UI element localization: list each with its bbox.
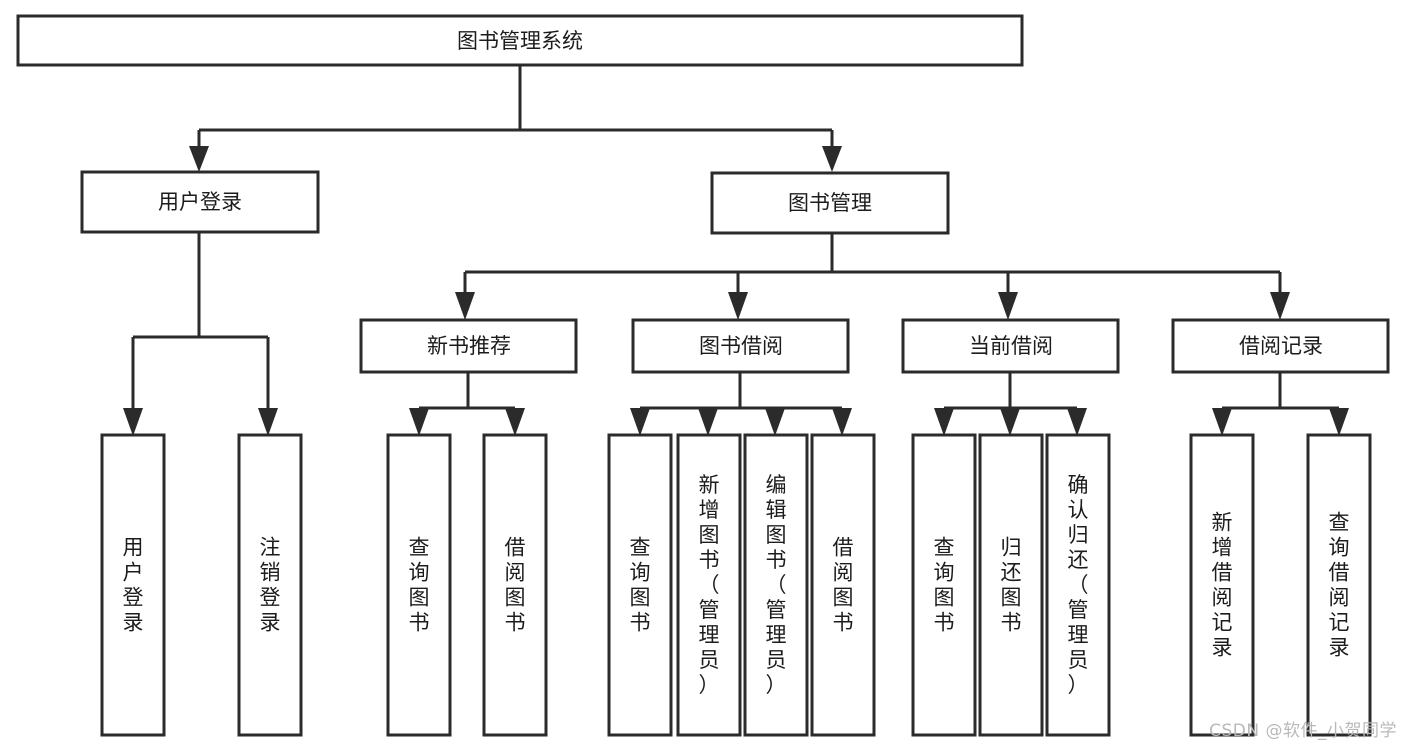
current-borrow-box[interactable] bbox=[901, 318, 1120, 374]
arrow-icon-book-borrow bbox=[728, 292, 748, 320]
leaf-query-book-1-box[interactable] bbox=[386, 433, 452, 737]
arrow-icon-book-manage bbox=[822, 146, 842, 172]
leaf-query-book-2-box[interactable] bbox=[607, 433, 673, 737]
leaf-query-record-box[interactable] bbox=[1306, 433, 1372, 737]
arrow-icon-new-book-recommend bbox=[455, 292, 475, 320]
leaf-borrow-book-2[interactable]: 借阅图书 bbox=[810, 433, 876, 737]
arrow-icon-leaf-edit-book bbox=[765, 408, 785, 436]
node-user-login[interactable]: 用户登录 bbox=[80, 170, 320, 234]
leaf-query-book-3-box[interactable] bbox=[911, 433, 977, 737]
arrow-icon-leaf-add-book bbox=[698, 408, 718, 436]
leaf-borrow-book-1-label: 借阅图书 bbox=[505, 536, 526, 635]
node-book-manage[interactable]: 图书管理 bbox=[710, 171, 950, 235]
leaf-user-logout[interactable]: 注销登录 bbox=[237, 433, 303, 737]
leaf-user-logout-label: 注销登录 bbox=[260, 536, 281, 635]
arrow-icon-current-borrow bbox=[998, 292, 1018, 320]
leaf-borrow-book-2-box[interactable] bbox=[810, 433, 876, 737]
user-login-label: 用户登录 bbox=[158, 190, 242, 214]
leaf-query-record-label: 查询借阅记录 bbox=[1329, 511, 1350, 660]
leaf-query-book-2[interactable]: 查询图书 bbox=[607, 433, 673, 737]
arrow-icon-leaf-confirm-return bbox=[1067, 408, 1087, 436]
arrow-icon-user-login bbox=[189, 146, 209, 172]
leaf-query-record[interactable]: 查询借阅记录 bbox=[1306, 433, 1372, 737]
book-manage-label: 图书管理 bbox=[788, 191, 872, 215]
leaf-add-book-label: 新增图书（管理员） bbox=[699, 473, 720, 697]
node-new-book-recommend[interactable]: 新书推荐 bbox=[359, 318, 578, 374]
new-book-recommend-label: 新书推荐 bbox=[427, 334, 511, 358]
leaf-add-book[interactable]: 新增图书（管理员） bbox=[676, 433, 742, 737]
book-borrow-box[interactable] bbox=[631, 318, 850, 374]
arrow-icon-leaf-borrow-book-1 bbox=[505, 408, 525, 436]
leaf-borrow-book-2-label: 借阅图书 bbox=[833, 536, 854, 635]
leaf-confirm-return[interactable]: 确认归还（管理员） bbox=[1045, 433, 1111, 737]
arrow-icon-leaf-query-book-3 bbox=[934, 408, 954, 436]
borrow-record-box[interactable] bbox=[1171, 318, 1390, 374]
arrow-icon-borrow-record bbox=[1270, 292, 1290, 320]
current-borrow-label: 当前借阅 bbox=[969, 334, 1053, 358]
node-root[interactable]: 图书管理系统 bbox=[16, 14, 1024, 67]
node-borrow-record[interactable]: 借阅记录 bbox=[1171, 318, 1390, 374]
node-book-borrow[interactable]: 图书借阅 bbox=[631, 318, 850, 374]
arrow-icon-leaf-query-book-2 bbox=[630, 408, 650, 436]
leaf-add-record-label: 新增借阅记录 bbox=[1212, 511, 1233, 660]
leaf-return-book-box[interactable] bbox=[978, 433, 1044, 737]
arrow-icon-leaf-user-logout bbox=[258, 408, 278, 436]
borrow-record-label: 借阅记录 bbox=[1239, 334, 1323, 358]
leaf-confirm-return-box[interactable] bbox=[1045, 433, 1111, 737]
leaf-return-book-label: 归还图书 bbox=[1001, 536, 1022, 635]
leaf-query-book-1[interactable]: 查询图书 bbox=[386, 433, 452, 737]
leaf-user-login[interactable]: 用户登录 bbox=[100, 433, 166, 737]
book-manage-box[interactable] bbox=[710, 171, 950, 235]
arrow-icon-leaf-return-book bbox=[1000, 408, 1020, 436]
root-label: 图书管理系统 bbox=[457, 29, 583, 53]
leaf-query-book-3-label: 查询图书 bbox=[934, 536, 955, 635]
leaf-return-book[interactable]: 归还图书 bbox=[978, 433, 1044, 737]
watermark-text: CSDN @软件_小贺同学 bbox=[1209, 721, 1397, 741]
arrow-icon-leaf-add-record bbox=[1212, 408, 1232, 436]
leaf-query-book-2-label: 查询图书 bbox=[630, 536, 651, 635]
leaf-add-book-box[interactable] bbox=[676, 433, 742, 737]
leaf-query-book-3[interactable]: 查询图书 bbox=[911, 433, 977, 737]
new-book-recommend-box[interactable] bbox=[359, 318, 578, 374]
leaf-user-login-box[interactable] bbox=[100, 433, 166, 737]
leaf-query-book-1-label: 查询图书 bbox=[409, 536, 430, 635]
root-box[interactable] bbox=[16, 14, 1024, 67]
leaf-user-login-label: 用户登录 bbox=[123, 536, 144, 635]
leaf-user-logout-box[interactable] bbox=[237, 433, 303, 737]
leaf-edit-book[interactable]: 编辑图书（管理员） bbox=[743, 433, 809, 737]
arrow-icon-leaf-query-record bbox=[1329, 408, 1349, 436]
book-borrow-label: 图书借阅 bbox=[699, 334, 783, 358]
leaf-borrow-book-1[interactable]: 借阅图书 bbox=[482, 433, 548, 737]
user-login-box[interactable] bbox=[80, 170, 320, 234]
leaf-edit-book-label: 编辑图书（管理员） bbox=[766, 473, 787, 697]
leaf-confirm-return-label: 确认归还（管理员） bbox=[1068, 473, 1089, 697]
leaf-add-record-box[interactable] bbox=[1189, 433, 1255, 737]
arrow-icon-leaf-user-login bbox=[123, 408, 143, 436]
node-current-borrow[interactable]: 当前借阅 bbox=[901, 318, 1120, 374]
leaf-borrow-book-1-box[interactable] bbox=[482, 433, 548, 737]
leaf-add-record[interactable]: 新增借阅记录 bbox=[1189, 433, 1255, 737]
leaf-edit-book-box[interactable] bbox=[743, 433, 809, 737]
arrow-icon-leaf-query-book-1 bbox=[409, 408, 429, 436]
connectors-layer bbox=[123, 65, 1349, 436]
arrow-icon-leaf-borrow-book-2 bbox=[832, 408, 852, 436]
